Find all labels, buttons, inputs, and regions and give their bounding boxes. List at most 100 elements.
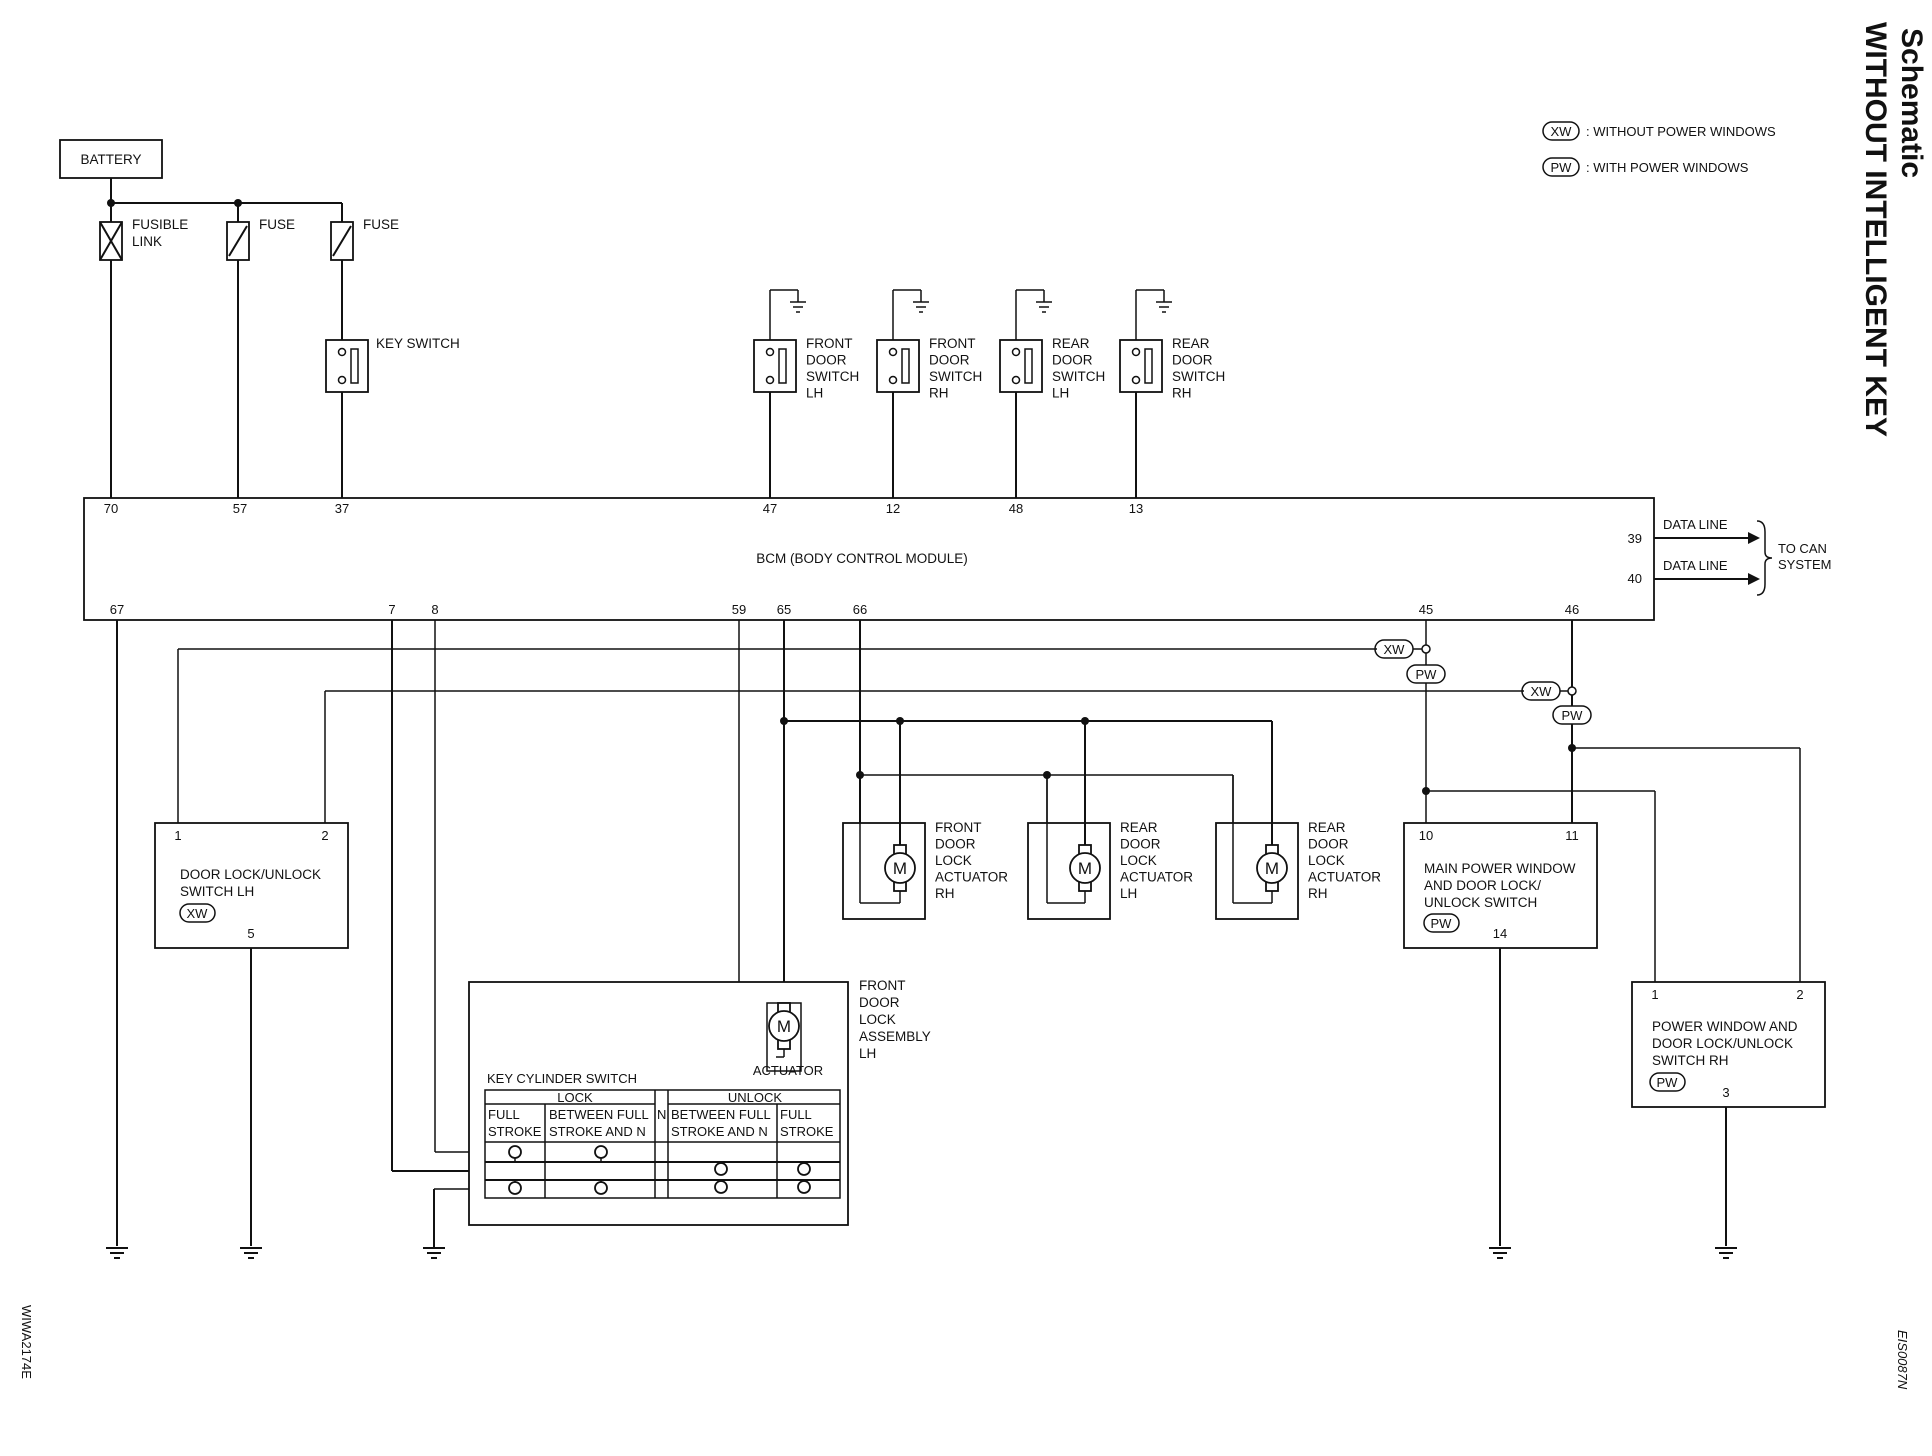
door-switch-label: FRONT <box>806 336 853 351</box>
front-lock-actuator-label: ACTUATOR <box>753 1063 823 1078</box>
bcm-pin-7: 7 <box>388 602 395 617</box>
door-switch-label: DOOR <box>1172 353 1213 368</box>
dlsw-lh-label-1: DOOR LOCK/UNLOCK <box>180 867 321 882</box>
pw-rh-pin2: 2 <box>1796 987 1803 1002</box>
bcm-pin-66: 66 <box>853 602 867 617</box>
battery <box>59 139 163 179</box>
door-switch-label: RH <box>1172 386 1192 401</box>
bcm-pin-65: 65 <box>777 602 791 617</box>
door-switch-box <box>753 339 797 393</box>
pw-rh-tag-shape <box>1649 1072 1686 1092</box>
door-switch-box <box>999 339 1043 393</box>
front-lock-motor-icon <box>768 1010 800 1042</box>
door-switch-label: SWITCH <box>806 369 859 384</box>
door-switch-label: SWITCH <box>1172 369 1225 384</box>
door-switch-box <box>1119 339 1163 393</box>
ground-icon <box>106 1247 128 1259</box>
kc-n: N <box>657 1107 666 1122</box>
main-pw-tag: PW <box>1431 916 1453 931</box>
bcm-pin-48: 48 <box>1009 501 1023 516</box>
pw-rh-label-1: POWER WINDOW AND <box>1652 1019 1798 1034</box>
kc-col4-line2: STROKE <box>780 1124 834 1139</box>
battery-label: BATTERY <box>80 152 141 167</box>
main-power-window-switch: 10 11 MAIN POWER WINDOW AND DOOR LOCK/ U… <box>1403 822 1598 1246</box>
splice-45-xw-tag <box>1374 639 1414 659</box>
key-cylinder-contacts <box>508 1145 811 1195</box>
door-switch-label: FRONT <box>929 336 976 351</box>
door-switch-label: REAR <box>1172 336 1210 351</box>
actuator-motor-icon <box>1256 852 1288 884</box>
door-switches: FRONTDOORSWITCHLHFRONTDOORSWITCHRHREARDO… <box>753 289 1225 498</box>
pw-rh-pin1: 1 <box>1651 987 1658 1002</box>
key-cylinder-title: KEY CYLINDER SWITCH <box>487 1071 637 1086</box>
main-pw-label-1: MAIN POWER WINDOW <box>1424 861 1576 876</box>
main-pw-label-2: AND DOOR LOCK/ <box>1424 878 1541 893</box>
pw-rh-pin3: 3 <box>1722 1085 1729 1100</box>
fuse-a-label: FUSE <box>259 217 295 232</box>
actuator-motor-symbol: M <box>893 859 907 878</box>
door-switch-label: DOOR <box>1052 353 1093 368</box>
legend-pw-tag <box>1542 157 1580 177</box>
main-pw-pin10: 10 <box>1419 828 1433 843</box>
front-door-lock-assembly-lh: FRONT DOOR LOCK ASSEMBLY LH M ACTUATOR K… <box>468 978 931 1226</box>
pw-rh-label-3: SWITCH RH <box>1652 1053 1729 1068</box>
actuator-label: ACTUATOR <box>935 870 1008 885</box>
bcm-label: BCM (BODY CONTROL MODULE) <box>756 551 968 566</box>
actuator-label: RH <box>1308 886 1328 901</box>
actuator-label: REAR <box>1308 820 1346 835</box>
power-window-switch-rh: 1 2 POWER WINDOW AND DOOR LOCK/UNLOCK SW… <box>1631 981 1826 1246</box>
actuator-label: FRONT <box>935 820 982 835</box>
legend-xw-text: : WITHOUT POWER WINDOWS <box>1586 124 1776 139</box>
ground-icon <box>240 1247 262 1259</box>
fdla-label-4: ASSEMBLY <box>859 1029 931 1044</box>
grounds <box>106 1247 1737 1259</box>
actuator-label: ACTUATOR <box>1120 870 1193 885</box>
bcm-pin-70: 70 <box>104 501 118 516</box>
kc-col3-line2: STROKE AND N <box>671 1124 768 1139</box>
bcm: BCM (BODY CONTROL MODULE) 70 57 37 47 12… <box>83 497 1831 621</box>
power-supply: BATTERY FUSIBLE LINK FUSE FUSE KEY SWITC… <box>59 139 460 498</box>
legend-xw-tag <box>1542 121 1580 141</box>
dlsw-lh-xw-tag <box>179 903 216 923</box>
bcm-pin-45: 45 <box>1419 602 1433 617</box>
main-pw-tag-shape <box>1423 913 1460 933</box>
door-switch-label: RH <box>929 386 949 401</box>
bcm-pin-12: 12 <box>886 501 900 516</box>
kc-col1-line2: STROKE <box>488 1124 542 1139</box>
door-switch-label: DOOR <box>806 353 847 368</box>
actuator-label: DOOR <box>935 837 976 852</box>
fdla-label-2: DOOR <box>859 995 900 1010</box>
kc-col1-line1: FULL <box>488 1107 520 1122</box>
legend: XW : WITHOUT POWER WINDOWS PW : WITH POW… <box>1542 121 1776 177</box>
bcm-pin-40: 40 <box>1628 571 1642 586</box>
splice-46-pw: PW <box>1562 708 1584 723</box>
actuator-label: LOCK <box>1308 853 1345 868</box>
splice-45-pw: PW <box>1416 667 1438 682</box>
can-label-2: SYSTEM <box>1778 557 1831 572</box>
splice-46-xw: XW <box>1531 684 1553 699</box>
fdla-label-1: FRONT <box>859 978 906 993</box>
bcm-pin-59: 59 <box>732 602 746 617</box>
actuator-motor-symbol: M <box>1265 859 1279 878</box>
dlsw-lh-tag: XW <box>187 906 209 921</box>
dlsw-lh-label-2: SWITCH LH <box>180 884 254 899</box>
fusible-link-label-1: FUSIBLE <box>132 217 188 232</box>
fusible-link-label-2: LINK <box>132 234 162 249</box>
door-lock-actuators: M FRONT DOOR LOCK ACTUATOR RH MREARDOORLOCKACT… <box>842 775 1381 920</box>
bcm-pin-8: 8 <box>431 602 438 617</box>
ground-icon <box>1489 1247 1511 1259</box>
splice-45-xw: XW <box>1384 642 1406 657</box>
key-switch-label: KEY SWITCH <box>376 336 460 351</box>
data-line-label-2: DATA LINE <box>1663 558 1728 573</box>
legend-pw-text: : WITH POWER WINDOWS <box>1586 160 1749 175</box>
fuse-b-label: FUSE <box>363 217 399 232</box>
main-pw-pin11: 11 <box>1565 828 1579 843</box>
key-switch <box>325 339 369 393</box>
